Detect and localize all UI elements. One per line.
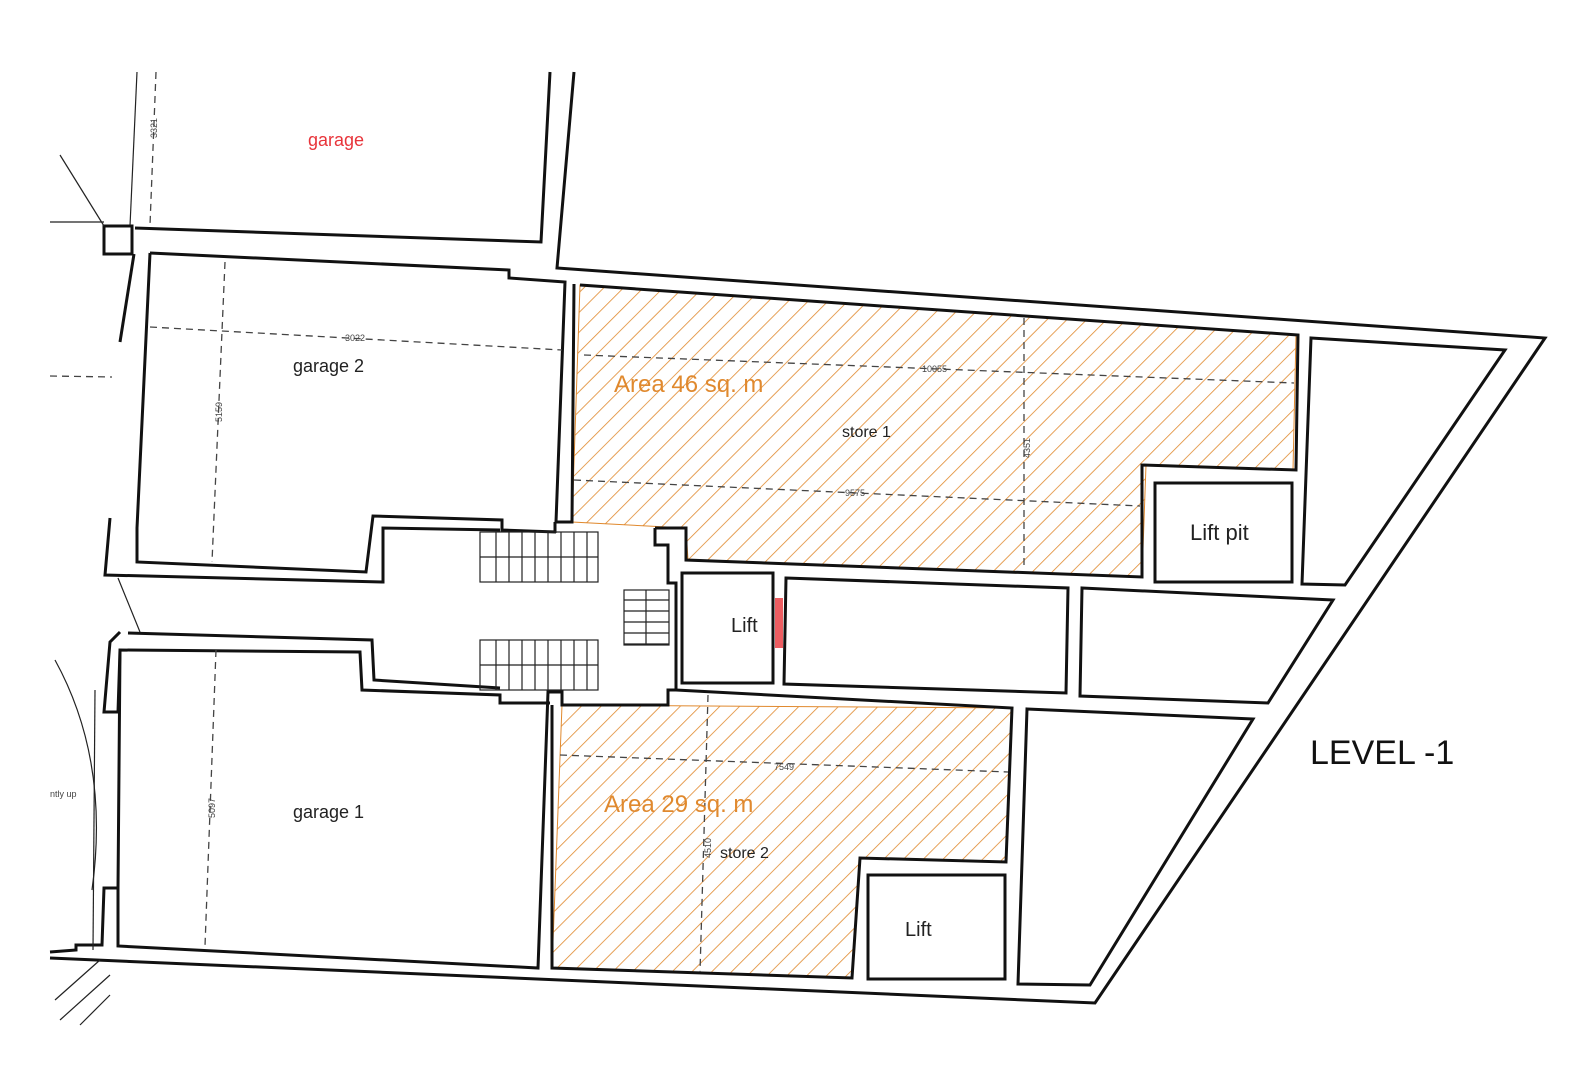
dim-garage-2-depth: 5159 [214, 402, 224, 422]
area-label-store-1: Area 46 sq. m [614, 371, 763, 398]
door-swings [50, 154, 141, 1026]
side-note: ntly up [50, 789, 77, 799]
room-label-garage-2: garage 2 [293, 356, 364, 376]
room-label-garage-top: garage [308, 130, 364, 150]
dim-garage-1-depth: 5097 [207, 798, 217, 818]
dim-garage-2-width: 3022 [345, 333, 365, 343]
room-label-lift-center: Lift [731, 615, 758, 637]
room-label-garage-1: garage 1 [293, 802, 364, 822]
lift-door-marker [775, 598, 783, 648]
dim-store-1-depth: 4351 [1022, 438, 1032, 458]
level-title: LEVEL -1 [1310, 734, 1454, 772]
dim-store-1-width-top: 10055 [922, 364, 947, 374]
dim-store-2-width: 7549 [774, 762, 794, 772]
stair-treads [480, 532, 669, 690]
room-label-store-1: store 1 [842, 424, 891, 441]
area-label-store-2: Area 29 sq. m [604, 791, 753, 818]
dim-garage-top-depth: 3321 [149, 118, 159, 138]
dimension-lines [49, 71, 1295, 973]
room-label-store-2: store 2 [720, 845, 769, 862]
dim-store-1-width-bottom: 9575 [845, 488, 865, 498]
walls [49, 71, 1548, 1005]
store-2-hatch [551, 704, 1013, 979]
dim-store-2-depth: 4510 [703, 838, 713, 858]
room-label-lift-lower: Lift [905, 919, 932, 941]
room-label-lift-pit: Lift pit [1190, 520, 1249, 545]
